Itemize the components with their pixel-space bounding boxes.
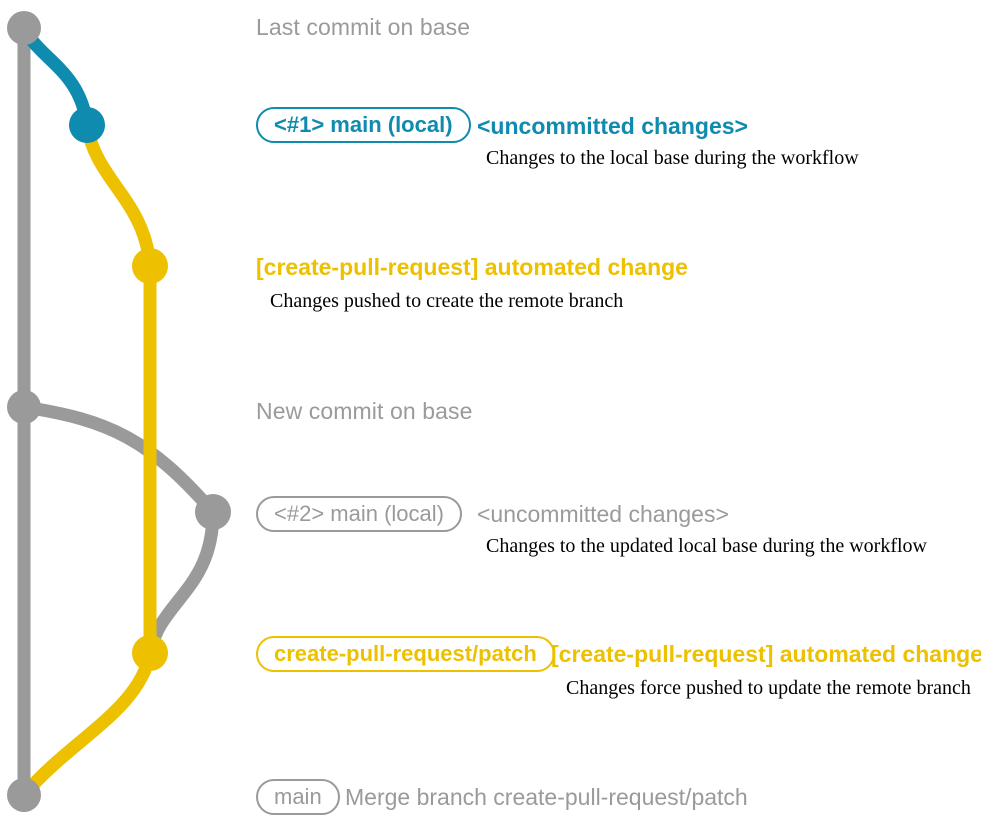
branch-pill-main-local-1[interactable]: <#1> main (local) (256, 107, 471, 143)
commit-node-base-bottom[interactable] (7, 778, 41, 812)
local2-to-patch2-line (143, 505, 220, 660)
sub-note-automated-change-1: Changes pushed to create the remote bran… (270, 290, 624, 312)
local1-to-patch1-line (80, 118, 157, 273)
commit-node-local-2[interactable] (195, 494, 231, 530)
base-to-local2-line (17, 400, 220, 519)
commit-node-base-top[interactable] (7, 11, 41, 45)
branch-pill-create-pull-request-patch[interactable]: create-pull-request/patch (256, 636, 555, 672)
commit-node-base-mid[interactable] (7, 390, 41, 424)
commit-message-merge: Merge branch create-pull-request/patch (345, 784, 748, 810)
headline-new-commit-on-base: New commit on base (256, 398, 473, 424)
sub-note-local-change-2: Changes to the updated local base during… (486, 535, 927, 557)
commit-node-patch-2[interactable] (132, 635, 168, 671)
commit-node-patch-1[interactable] (132, 248, 168, 284)
commit-node-local-1[interactable] (69, 107, 105, 143)
headline-last-commit-on-base: Last commit on base (256, 14, 471, 40)
patch2-to-base-line (17, 646, 157, 802)
commit-message-automated-change-1: [create-pull-request] automated change (256, 254, 688, 280)
commit-graph (7, 11, 231, 812)
branch-pill-main-local-2[interactable]: <#2> main (local) (256, 496, 462, 532)
sub-note-automated-change-2: Changes force pushed to update the remot… (566, 677, 971, 699)
commit-message-uncommitted-2: <uncommitted changes> (477, 501, 729, 527)
commit-message-uncommitted-1: <uncommitted changes> (477, 113, 748, 139)
sub-note-local-change-1: Changes to the local base during the wor… (486, 147, 859, 169)
branch-pill-main[interactable]: main (256, 779, 340, 815)
commit-message-automated-change-2: [create-pull-request] automated change (551, 641, 981, 667)
